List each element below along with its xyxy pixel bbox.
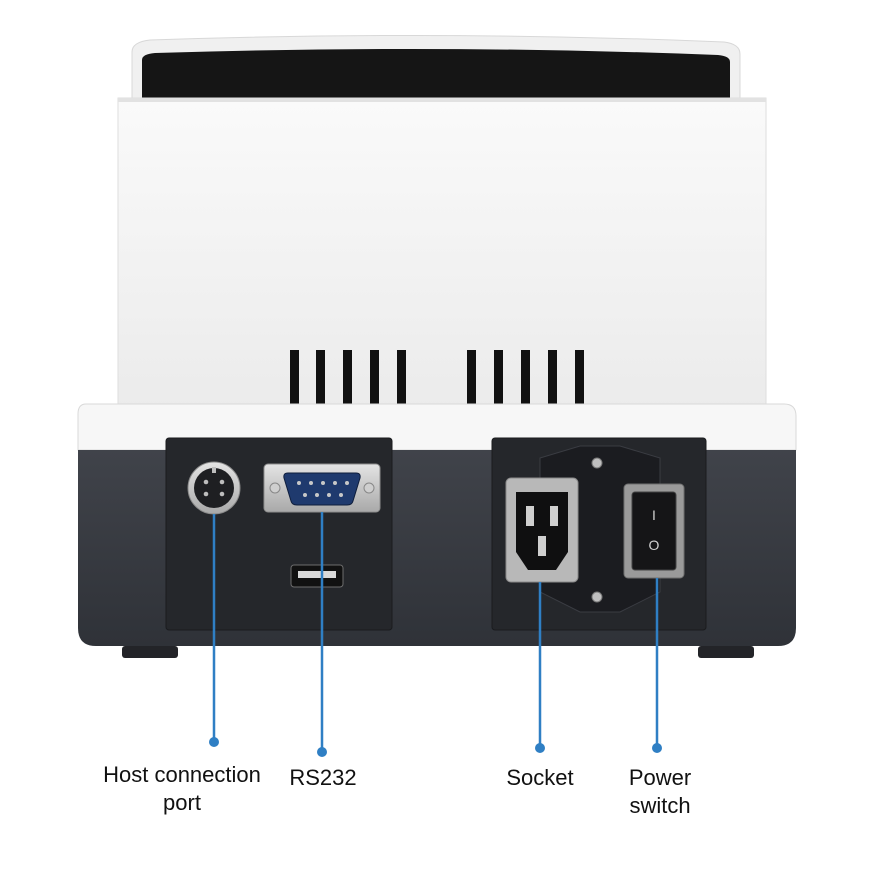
- power-socket[interactable]: [505, 477, 579, 583]
- callout-dot-host: [209, 737, 219, 747]
- switch-off-symbol: O: [649, 537, 660, 553]
- usb-port[interactable]: [290, 564, 344, 588]
- callout-label-socket: Socket: [506, 765, 574, 790]
- host-connection-port[interactable]: [187, 461, 241, 515]
- power-switch[interactable]: I O: [623, 483, 685, 579]
- callout-label-rs232: RS232: [289, 765, 357, 790]
- callout-label-power-switch: Power switch: [628, 765, 692, 818]
- upper-housing: [117, 97, 767, 411]
- callout-label-host-connection-port: Host connection port: [103, 762, 261, 815]
- callout-dot-rs232: [317, 747, 327, 757]
- callout-dot-socket: [535, 743, 545, 753]
- callout-dot-power: [652, 743, 662, 753]
- callout-lines: [209, 512, 662, 757]
- vent-slots-left: [290, 350, 406, 404]
- lid: [131, 34, 741, 99]
- rs232-port[interactable]: [263, 463, 381, 513]
- vent-slots-right: [467, 350, 584, 404]
- switch-on-symbol: I: [652, 507, 656, 523]
